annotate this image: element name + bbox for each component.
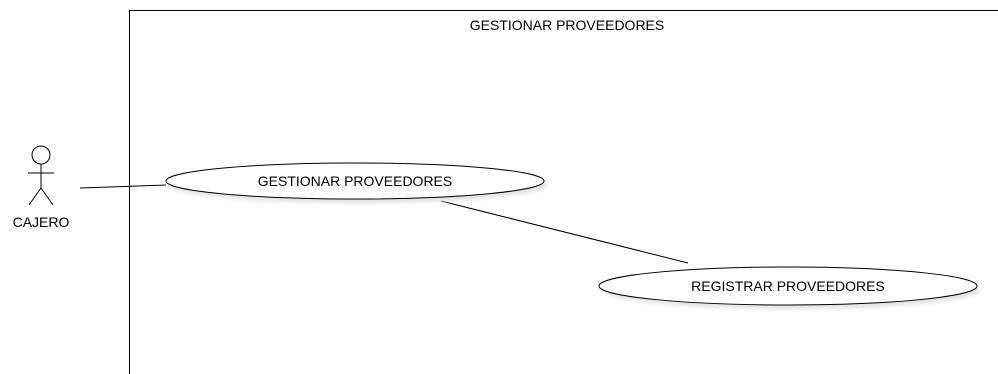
system-boundary-title: GESTIONAR PROVEEDORES <box>470 17 664 33</box>
use-case-ellipse <box>165 162 545 200</box>
actor-head <box>31 145 51 165</box>
actor-label: CAJERO <box>13 214 70 230</box>
use-case-ellipse <box>598 266 978 306</box>
association-line-cajero-gestionar <box>79 184 167 189</box>
use-case-label: GESTIONAR PROVEEDORES <box>258 173 452 189</box>
association-line-gestionar-registrar <box>440 200 689 264</box>
use-case-registrar-proveedores[interactable]: REGISTRAR PROVEEDORES <box>598 266 980 309</box>
actor-right-leg <box>40 187 54 206</box>
use-case-label: REGISTRAR PROVEEDORES <box>691 278 885 294</box>
use-case-gestionar-proveedores[interactable]: GESTIONAR PROVEEDORES <box>165 162 547 203</box>
actor-cajero[interactable]: CAJERO <box>13 145 70 230</box>
actor-left-leg <box>28 187 42 206</box>
